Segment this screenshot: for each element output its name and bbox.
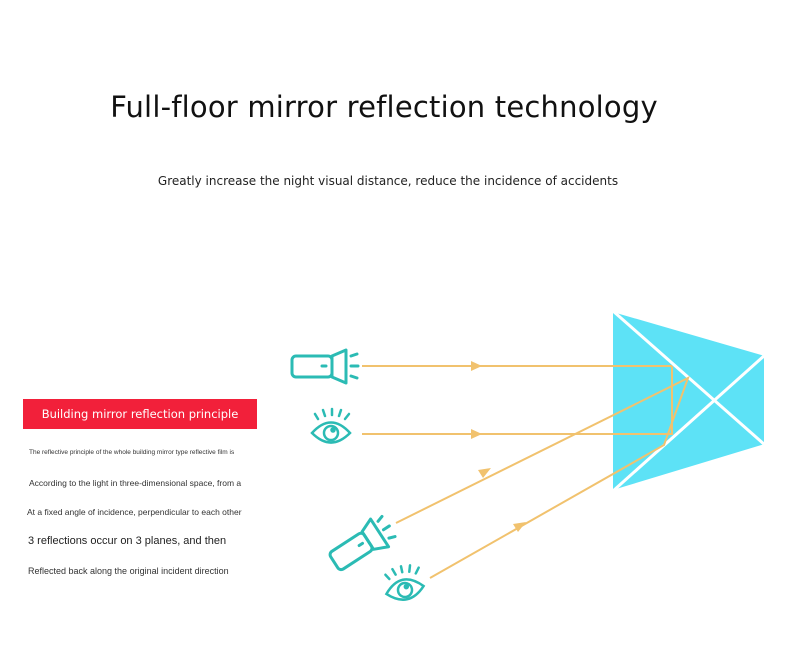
flashlight-icon (290, 348, 360, 385)
principle-line-2: According to the light in three-dimensio… (29, 478, 242, 488)
prism-edge (612, 310, 766, 492)
prism (611, 309, 767, 493)
incident-ray-2 (395, 376, 690, 579)
arrow-head (471, 429, 482, 439)
principle-line-1: The reflective principle of the whole bu… (29, 449, 235, 456)
prism-facet-line (611, 353, 767, 493)
arrow-head (478, 468, 491, 478)
light-rays (362, 365, 690, 579)
principle-line-3: At a fixed angle of incidence, perpendic… (27, 507, 242, 517)
principle-line-4: 3 reflections occur on 3 planes, and the… (28, 535, 227, 547)
principle-banner-label: Building mirror reflection principle (41, 407, 239, 421)
flashlight-icon (328, 514, 397, 572)
page-subtitle: Greatly increase the night visual distan… (157, 174, 619, 188)
ray-arrows (471, 361, 526, 532)
eye-icon (310, 407, 352, 444)
arrow-head (471, 361, 482, 371)
page-title: Full-floor mirror reflection technology (110, 90, 658, 124)
internal-reflection-1 (670, 366, 673, 435)
principle-line-5: Reflected back along the original incide… (28, 566, 229, 576)
eye-icon (384, 564, 426, 601)
arrow-head (513, 522, 526, 532)
principle-banner: Building mirror reflection principle (23, 399, 257, 429)
prism-body (613, 311, 765, 491)
